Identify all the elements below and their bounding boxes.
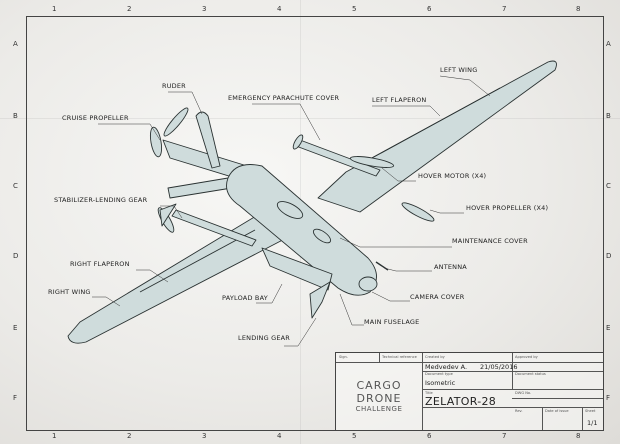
maintenance-cover-shape <box>312 228 332 244</box>
grid-row-label: A <box>606 40 611 48</box>
document-type-value: Isometric <box>425 379 456 387</box>
callout-left-flaperon: LEFT FLAPERON <box>372 96 427 104</box>
grid-row-label: D <box>606 252 612 260</box>
grid-row-label: C <box>13 182 18 190</box>
grid-row-label: F <box>13 394 18 402</box>
camera-cover-shape <box>358 276 378 292</box>
dwg-no-caption: DWG No. <box>515 391 532 395</box>
grid-column-label: 8 <box>576 432 581 440</box>
left-flaperon-line <box>371 87 501 159</box>
grid-column-label: 8 <box>576 5 581 13</box>
technical-reference-caption: Technical reference <box>382 355 417 359</box>
grid-column-label: 7 <box>502 432 507 440</box>
hover-propeller-shape <box>292 134 304 150</box>
created-by-value: Medvedev A. <box>425 363 468 371</box>
grid-column-label: 3 <box>202 432 207 440</box>
landing-gear-shape <box>309 281 331 319</box>
callout-left-wing: LEFT WING <box>440 66 478 74</box>
grid-column-label: 2 <box>127 5 132 13</box>
callout-lending-gear: LENDING GEAR <box>238 334 290 342</box>
grid-column-label: 5 <box>352 432 357 440</box>
grid-row-label: B <box>606 112 611 120</box>
stabilizer-gear-shape <box>159 203 177 227</box>
callout-ruder: RUDER <box>162 82 186 90</box>
callout-right-flaperon: RIGHT FLAPERON <box>70 260 130 268</box>
cargo-drone-challenge-logo: CARGO DRONE CHALLENGE <box>355 379 403 413</box>
hover-boom-shape <box>171 209 257 247</box>
grid-column-label: 6 <box>427 432 432 440</box>
grid-row-label: F <box>606 394 611 402</box>
grid-row-label: C <box>606 182 611 190</box>
grid-row-label: B <box>13 112 18 120</box>
callout-hover-propeller: HOVER PROPELLER (X4) <box>466 204 549 212</box>
grid-row-label: E <box>13 324 18 332</box>
created-by-caption: Created by <box>425 355 445 359</box>
grid-row-label: D <box>13 252 19 260</box>
payload-bay-shape <box>261 247 333 291</box>
grid-column-label: 2 <box>127 432 132 440</box>
cruise-propeller-shape <box>149 126 163 158</box>
grid-column-label: 3 <box>202 5 207 13</box>
drawing-title: ZELATOR-28 <box>425 395 497 408</box>
hover-propeller-shape <box>349 156 395 168</box>
title-caption: Title <box>425 391 433 395</box>
callout-right-wing: RIGHT WING <box>48 288 91 296</box>
paper-crease <box>0 118 620 119</box>
callout-cruise-propeller: CRUISE PROPELLER <box>62 114 129 122</box>
grid-column-label: 1 <box>52 432 57 440</box>
grid-column-label: 7 <box>502 5 507 13</box>
hover-propeller-shape <box>401 202 435 222</box>
grid-column-label: 4 <box>277 5 282 13</box>
document-status-caption: Document status <box>515 372 546 376</box>
callout-payload-bay: PAYLOAD BAY <box>222 294 268 302</box>
grid-column-label: 6 <box>427 5 432 13</box>
callout-maintenance-cover: MAINTENANCE COVER <box>452 237 528 245</box>
drawing-frame <box>26 16 604 431</box>
parachute-cover-shape <box>276 201 304 219</box>
cruise-propeller-shape <box>163 107 189 137</box>
sheet-caption: Sheet <box>585 409 596 413</box>
grid-column-label: 1 <box>52 5 57 13</box>
fuselage-shape <box>226 164 377 296</box>
callout-stabilizer-lending-gear: STABILIZER-LENDING GEAR <box>54 196 148 204</box>
title-block: Sign. Technical reference Created by App… <box>335 352 603 430</box>
grid-column-label: 4 <box>277 432 282 440</box>
grid-row-label: A <box>13 40 18 48</box>
grid-row-label: E <box>606 324 611 332</box>
created-date-value: 21/05/2016 <box>480 363 518 371</box>
callout-camera-cover: CAMERA COVER <box>410 293 465 301</box>
callout-antenna: ANTENNA <box>434 263 467 271</box>
callout-main-fuselage: MAIN FUSELAGE <box>364 318 420 326</box>
rev-caption: Rev. <box>515 409 523 413</box>
sign-caption: Sign. <box>339 355 348 359</box>
callout-hover-motor: HOVER MOTOR (X4) <box>418 172 487 180</box>
rudder-shape <box>195 111 221 169</box>
document-type-caption: Document type <box>425 372 453 376</box>
date-of-issue-caption: Date of issue <box>545 409 569 413</box>
callout-emergency-parachute-cover: EMERGENCY PARACHUTE COVER <box>228 94 340 102</box>
sheet-value: 1/1 <box>587 419 598 427</box>
grid-column-label: 5 <box>352 5 357 13</box>
approved-by-caption: Approved by <box>515 355 538 359</box>
